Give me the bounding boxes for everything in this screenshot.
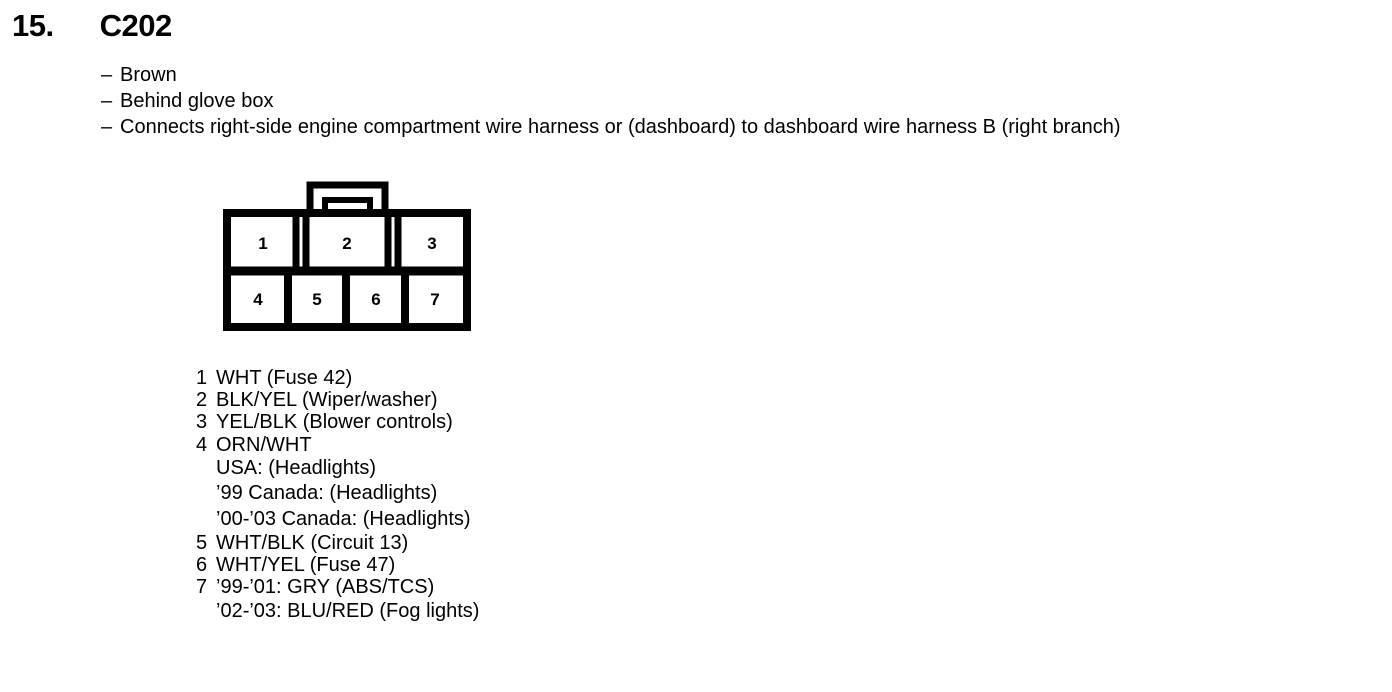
cavity-label-3: 3 — [427, 234, 436, 253]
connector-id-title: C202 — [99, 8, 173, 43]
pin-variant-text: USA: (Headlights) — [216, 456, 377, 479]
description-text: Brown — [120, 64, 177, 86]
bullet-dash-icon: – — [101, 64, 113, 86]
page-title: 15. C202 — [12, 8, 172, 44]
pin-row: 5 WHT/BLK (Circuit 13) — [196, 532, 479, 554]
bullet-dash-icon: – — [101, 116, 113, 138]
pin-description: WHT (Fuse 42) — [216, 367, 352, 389]
bullet-dash-icon: – — [101, 90, 113, 112]
pin-number: 6 — [196, 554, 208, 577]
pin-circuit-text: ORN/WHT — [216, 433, 312, 456]
pin-row: 6 WHT/YEL (Fuse 47) — [196, 554, 479, 576]
pin-number: 5 — [196, 532, 208, 555]
pin-circuit-text: ’99-’01: GRY (ABS/TCS) — [216, 576, 435, 599]
latch-inner-arch — [322, 197, 373, 214]
pin-row: 7 ’99-’01: GRY (ABS/TCS)’02-’03: BLU/RED … — [196, 576, 479, 624]
pin-description: WHT/YEL (Fuse 47) — [216, 554, 395, 576]
description-text: Connects right-side engine compartment w… — [120, 116, 1121, 138]
cavity-label-6: 6 — [371, 290, 380, 309]
pin-number: 7 — [196, 576, 208, 599]
pin-circuit-text: WHT/BLK (Circuit 13) — [216, 532, 409, 555]
description-item-color: – Brown — [101, 62, 1121, 88]
latch-outer-arch — [306, 181, 389, 214]
description-item-connects: – Connects right-side engine compartment… — [101, 114, 1121, 140]
description-item-location: – Behind glove box — [101, 88, 1121, 114]
pin-circuit-text: YEL/BLK (Blower controls) — [216, 411, 453, 434]
cavity-label-2: 2 — [342, 234, 351, 253]
pin-description: WHT/BLK (Circuit 13) — [216, 532, 408, 554]
pin-row: 1 WHT (Fuse 42) — [196, 367, 479, 389]
pin-circuit-text: WHT (Fuse 42) — [216, 367, 353, 389]
item-number: 15. — [12, 8, 54, 43]
cavity-label-7: 7 — [430, 290, 439, 309]
description-list: – Brown – Behind glove box – Connects ri… — [101, 62, 1121, 140]
pin-row: 2 BLK/YEL (Wiper/washer) — [196, 389, 479, 411]
pin-number: 3 — [196, 411, 208, 434]
pin-description: BLK/YEL (Wiper/washer) — [216, 389, 438, 411]
cavity-label-4: 4 — [253, 290, 263, 309]
pin-description: ’99-’01: GRY (ABS/TCS)’02-’03: BLU/RED (… — [216, 576, 479, 624]
pin-description: YEL/BLK (Blower controls) — [216, 411, 453, 433]
connector-diagram: 1 2 3 4 5 6 7 — [222, 178, 472, 333]
pin-number: 2 — [196, 389, 208, 412]
pin-assignment-list: 1 WHT (Fuse 42) 2 BLK/YEL (Wiper/washer) 3 YE… — [196, 367, 479, 624]
pin-variant-text: ’02-’03: BLU/RED (Fog lights) — [216, 599, 480, 622]
pin-variant-text: ’99 Canada: (Headlights) — [216, 482, 438, 505]
cavity-label-1: 1 — [258, 234, 267, 253]
pin-circuit-text: WHT/YEL (Fuse 47) — [216, 554, 396, 577]
pin-circuit-text: BLK/YEL (Wiper/washer) — [216, 389, 438, 412]
pin-variant-text: ’00-’03 Canada: (Headlights) — [216, 507, 471, 530]
pin-row: 3 YEL/BLK (Blower controls) — [196, 411, 479, 433]
pin-number: 1 — [196, 367, 208, 389]
pin-number: 4 — [196, 433, 208, 456]
cavity-label-5: 5 — [312, 290, 321, 309]
description-text: Behind glove box — [120, 90, 274, 112]
